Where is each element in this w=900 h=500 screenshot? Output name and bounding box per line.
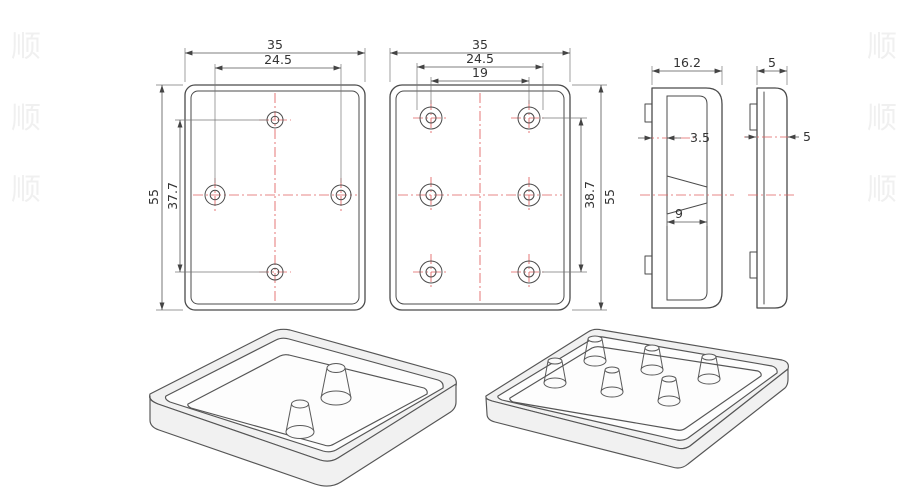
dim-lid-hole-span-h: 37.7 [165, 182, 180, 210]
lid-clip-top [749, 103, 758, 131]
base-side-cavity [666, 95, 708, 301]
iso-view-base [485, 328, 789, 469]
dim-base-width: 35 [472, 37, 488, 52]
iso-base-boss [543, 357, 567, 389]
base-side-outline [651, 87, 723, 309]
lid-outline [184, 84, 366, 311]
iso-base-boss [697, 353, 721, 385]
view-lid-face: 35 24.5 55 37.7 [146, 37, 366, 311]
base-outline [389, 84, 571, 311]
dim-base-depth: 16.2 [673, 55, 701, 70]
dim-base-boss-span: 19 [472, 65, 488, 80]
iso-lid-boss [320, 363, 352, 406]
dim-base-boss-outer: 24.5 [466, 51, 494, 66]
iso-view-lid [149, 328, 457, 487]
dim-lid-height: 55 [146, 189, 161, 205]
iso-base-boss [600, 366, 624, 398]
clip-tab-top [644, 103, 653, 123]
view-base-side: 16.2 3.5 9 [638, 55, 734, 309]
iso-lid-floor [187, 354, 428, 447]
view-lid-side: 5 5 [744, 55, 811, 309]
iso-base-boss [583, 335, 607, 367]
base-inner-outline [395, 90, 565, 305]
dim-base-height: 55 [602, 189, 617, 205]
iso-base-boss [657, 375, 681, 407]
watermark-left: 顺 顺 顺 [5, 30, 40, 220]
watermark-right: 顺 顺 顺 [861, 30, 896, 220]
iso-base-boss [640, 344, 664, 376]
dim-lid-clip: 5 [803, 129, 811, 144]
iso-lid-walls [149, 383, 457, 487]
iso-base-floor [509, 346, 762, 431]
lid-side-outline [756, 87, 788, 309]
iso-base-walls [485, 368, 789, 469]
dim-lid-hole-span-w: 24.5 [264, 52, 292, 67]
dim-lid-width: 35 [267, 37, 283, 52]
dim-base-wall: 3.5 [690, 130, 710, 145]
lid-inner-outline [190, 90, 360, 305]
iso-lid-boss [285, 399, 315, 439]
dim-lid-thickness: 5 [768, 55, 776, 70]
dim-boss-length: 9 [675, 206, 683, 221]
view-base-face: 35 24.5 19 38.7 55 [389, 37, 617, 311]
clip-tab-bottom [644, 255, 653, 275]
dim-base-boss-rows: 38.7 [582, 181, 597, 209]
lid-clip-bottom [749, 251, 758, 279]
